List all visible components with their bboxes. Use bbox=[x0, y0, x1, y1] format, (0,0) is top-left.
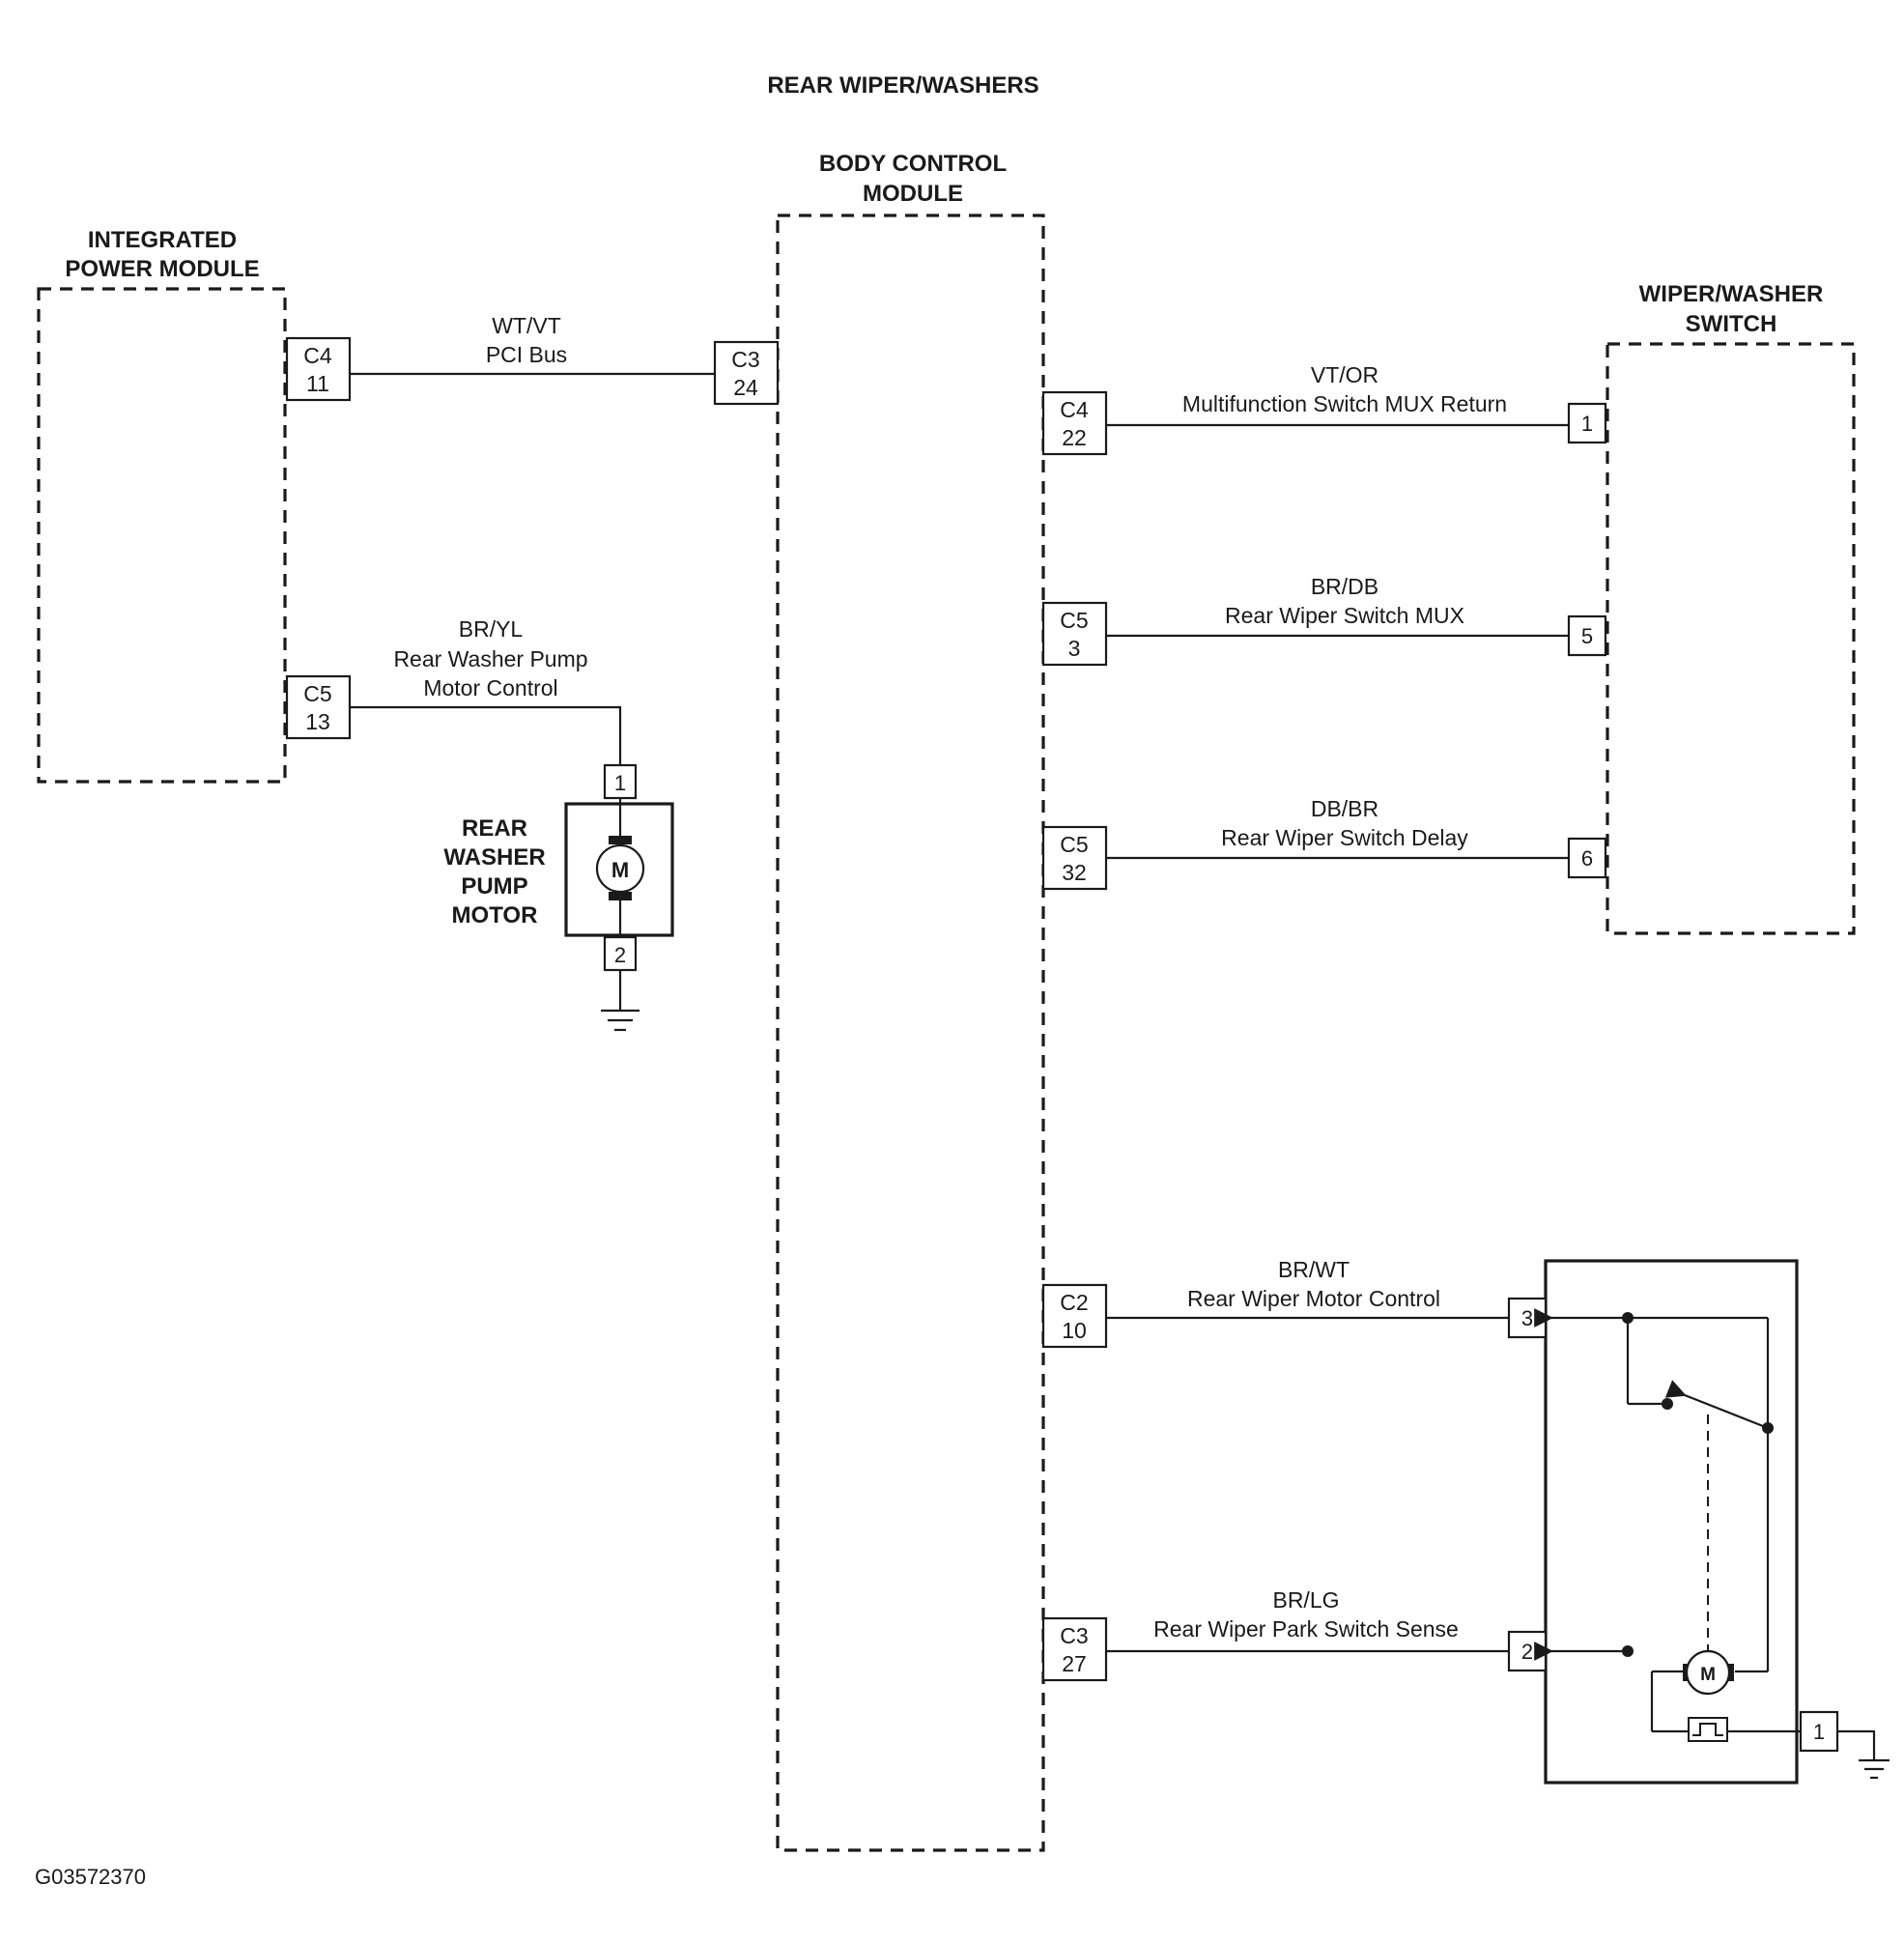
bcm-conn-c2-pin: 10 bbox=[1062, 1318, 1087, 1343]
bcm-connector-c4-22 bbox=[1041, 390, 1108, 456]
wiper-motor-symbol bbox=[1685, 1649, 1731, 1696]
pump-motor-symbol bbox=[595, 843, 645, 894]
ipm-conn-c4-label: C4 bbox=[303, 343, 332, 368]
bcm-conn-c2-label: C2 bbox=[1060, 1290, 1088, 1315]
ipm-conn-c5-label: C5 bbox=[303, 681, 331, 706]
rear-wiper-motor-box bbox=[1544, 1259, 1799, 1785]
pump-control-wire bbox=[350, 705, 622, 765]
bcm-connector-c2-10 bbox=[1041, 1283, 1108, 1349]
pump-motor-letter: M bbox=[611, 858, 629, 882]
bcm-conn-c3-label: C3 bbox=[731, 347, 759, 372]
bcm-label-line2: MODULE bbox=[863, 181, 963, 207]
wiper-terminal-1-label: 1 bbox=[1813, 1720, 1825, 1744]
bcm-conn-c3b-label: C3 bbox=[1060, 1623, 1088, 1648]
wiper-motor-letter: M bbox=[1700, 1665, 1716, 1685]
switch-terminal-6-label: 6 bbox=[1581, 846, 1593, 871]
pci-wire-color: WT/VT bbox=[492, 313, 561, 338]
diagram-title: REAR WIPER/WASHERS bbox=[767, 72, 1038, 99]
pump-label-line2: WASHER bbox=[443, 844, 545, 871]
switch-terminal-1 bbox=[1567, 402, 1607, 444]
pump-label-line1: REAR bbox=[462, 815, 527, 842]
pump-label-line3: PUMP bbox=[461, 873, 527, 900]
figure-id: G03572370 bbox=[35, 1865, 146, 1889]
ipm-connector-c4-11 bbox=[285, 336, 352, 402]
bcm-conn-c4-label: C4 bbox=[1060, 397, 1089, 422]
motor-control-name: Rear Wiper Motor Control bbox=[1187, 1286, 1440, 1311]
pump-ground-icon bbox=[601, 1009, 639, 1032]
pump-wire-color: BR/YL bbox=[459, 616, 524, 642]
switch-terminal-5-label: 5 bbox=[1581, 624, 1593, 648]
pump-wire-name1: Rear Washer Pump bbox=[393, 646, 587, 671]
switch-module-box bbox=[1606, 342, 1856, 935]
bcm-conn-c3b-pin: 27 bbox=[1062, 1651, 1087, 1676]
ipm-conn-c4-pin: 11 bbox=[306, 371, 329, 396]
ipm-label-line1: INTEGRATED bbox=[88, 227, 237, 253]
park-sense-color: BR/LG bbox=[1272, 1587, 1339, 1613]
pci-wire-name: PCI Bus bbox=[486, 342, 567, 367]
wiper-internal-circuit bbox=[1534, 1308, 1801, 1733]
pump-brush-bottom bbox=[609, 892, 632, 900]
ipm-module-box bbox=[37, 287, 287, 784]
pump-terminal-2-label: 2 bbox=[614, 943, 626, 967]
bcm-connector-c3-24 bbox=[713, 340, 780, 406]
ipm-connector-c5-13 bbox=[285, 674, 352, 740]
switch-terminal-5 bbox=[1567, 614, 1607, 657]
mux-return-name: Multifunction Switch MUX Return bbox=[1182, 391, 1507, 416]
bcm-conn-c5b-pin: 32 bbox=[1062, 860, 1087, 885]
switch-label-line1: WIPER/WASHER bbox=[1639, 281, 1824, 307]
bcm-label-line1: BODY CONTROL bbox=[819, 151, 1007, 177]
motor-control-color: BR/WT bbox=[1278, 1257, 1350, 1282]
wiper-terminal-3-label: 3 bbox=[1521, 1306, 1533, 1330]
rear-delay-name: Rear Wiper Switch Delay bbox=[1221, 825, 1468, 850]
pump-brush-top bbox=[609, 836, 632, 844]
wiper-ground-icon bbox=[1859, 1758, 1890, 1780]
bcm-connector-c5-3 bbox=[1041, 601, 1108, 667]
bcm-conn-c5a-label: C5 bbox=[1060, 608, 1088, 633]
bcm-connector-c3-27 bbox=[1041, 1616, 1108, 1682]
wiper-terminal-1 bbox=[1799, 1710, 1839, 1753]
bcm-module-box bbox=[776, 214, 1045, 1852]
wiper-terminal-2-label: 2 bbox=[1521, 1640, 1533, 1664]
wiper-ground-lead bbox=[1837, 1729, 1876, 1760]
bcm-conn-c4-pin: 22 bbox=[1062, 425, 1087, 450]
pump-label-line4: MOTOR bbox=[452, 902, 538, 928]
bcm-conn-c3-pin: 24 bbox=[733, 375, 758, 400]
ipm-label-line2: POWER MODULE bbox=[65, 256, 259, 282]
mux-return-color: VT/OR bbox=[1311, 362, 1378, 387]
switch-label-line2: SWITCH bbox=[1686, 311, 1777, 337]
circuit-breaker-icon bbox=[1688, 1717, 1728, 1742]
bcm-connector-c5-32 bbox=[1041, 825, 1108, 891]
park-sense-name: Rear Wiper Park Switch Sense bbox=[1153, 1616, 1459, 1642]
rear-mux-name: Rear Wiper Switch MUX bbox=[1225, 603, 1464, 628]
switch-terminal-1-label: 1 bbox=[1581, 412, 1593, 436]
rear-delay-color: DB/BR bbox=[1311, 796, 1378, 821]
switch-terminal-6 bbox=[1567, 837, 1607, 879]
rear-mux-color: BR/DB bbox=[1311, 574, 1378, 599]
pump-wire-name2: Motor Control bbox=[423, 675, 557, 700]
bcm-conn-c5b-label: C5 bbox=[1060, 832, 1088, 857]
bcm-conn-c5a-pin: 3 bbox=[1068, 636, 1081, 661]
ipm-conn-c5-pin: 13 bbox=[305, 709, 330, 734]
pump-terminal-1-label: 1 bbox=[614, 771, 626, 795]
